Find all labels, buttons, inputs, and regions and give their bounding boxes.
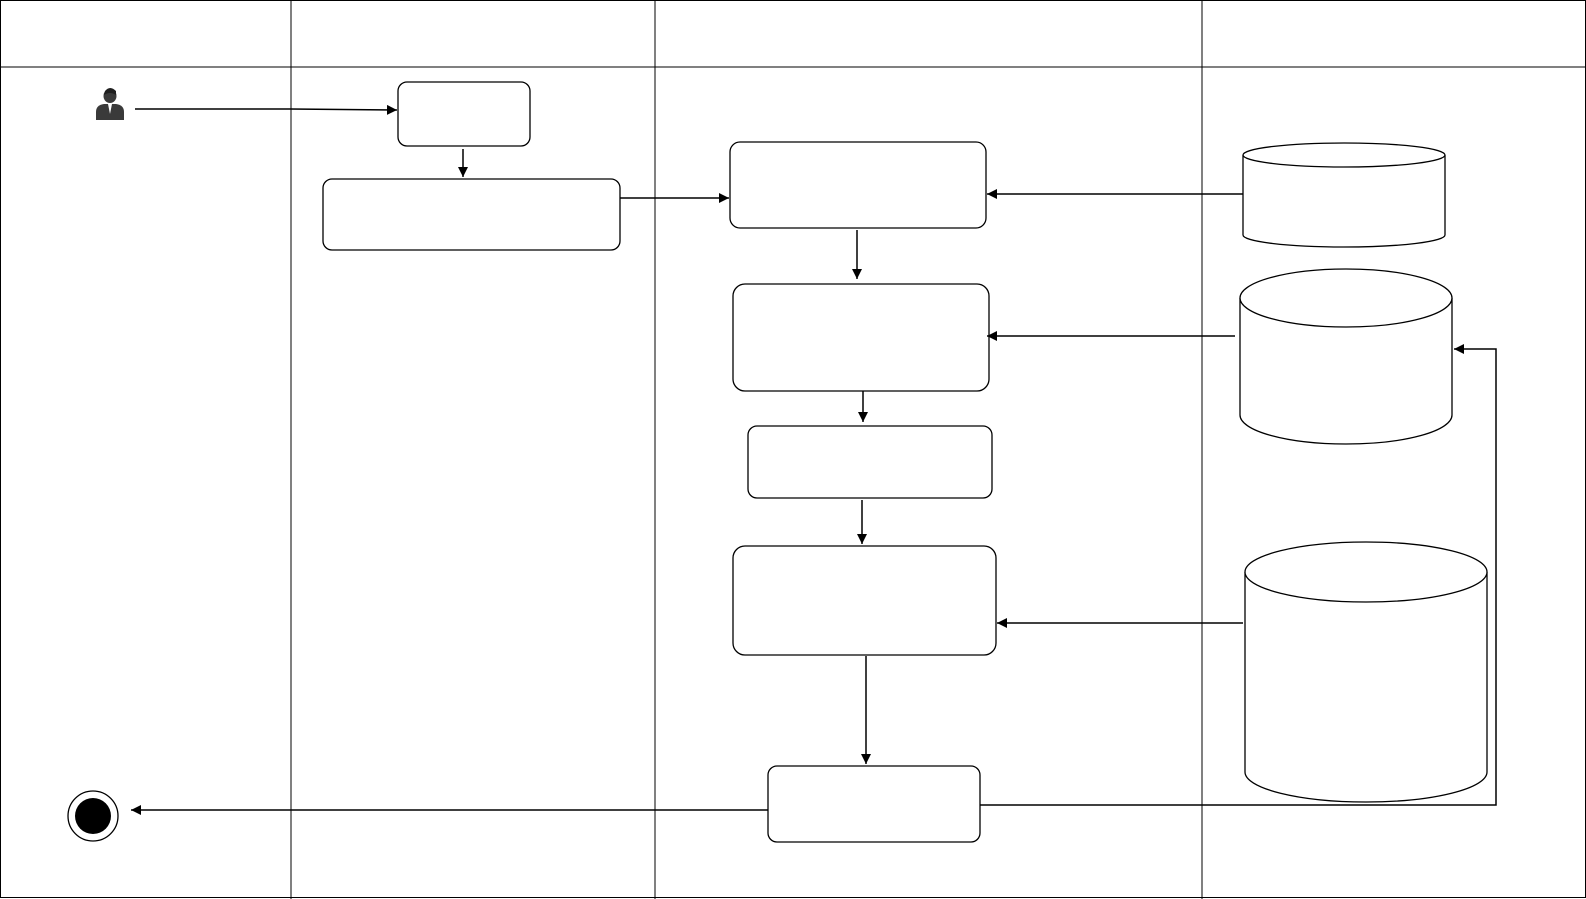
datastore-3[interactable] [1244,541,1488,803]
datastore-1[interactable] [1242,142,1446,248]
process-step-2[interactable] [322,178,621,251]
end-node[interactable] [67,790,119,842]
datastore-2[interactable] [1239,268,1453,445]
flow-arrow-11 [980,344,1497,806]
process-step-3[interactable] [729,141,987,229]
process-step-4[interactable] [732,283,990,392]
process-step-6[interactable] [732,545,997,656]
flow-arrow-1 [135,104,398,115]
process-step-5[interactable] [747,425,993,499]
user-icon[interactable] [96,88,124,120]
process-step-1[interactable] [397,81,531,147]
process-step-7[interactable] [767,765,981,843]
